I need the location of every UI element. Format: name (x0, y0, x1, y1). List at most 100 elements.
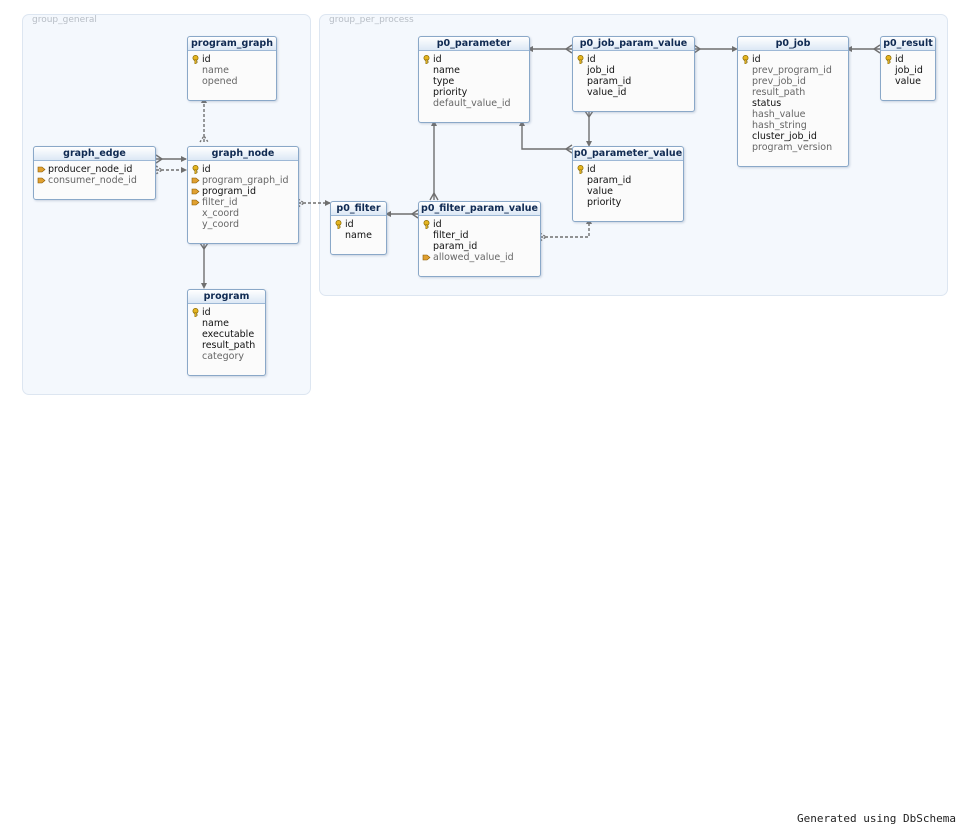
column-name: id (895, 54, 904, 65)
column-row[interactable]: job_id (573, 65, 694, 76)
column-name: allowed_value_id (433, 252, 514, 263)
column-row[interactable]: cluster_job_id (738, 131, 848, 142)
column-name: id (587, 54, 596, 65)
column-row[interactable]: allowed_value_id (419, 252, 540, 263)
column-row[interactable]: default_value_id (419, 98, 529, 109)
column-row[interactable]: hash_string (738, 120, 848, 131)
column-row[interactable]: param_id (573, 76, 694, 87)
rel-graph-node-program-graph-fork (199, 134, 209, 143)
table-header[interactable]: graph_edge (34, 147, 155, 161)
table-header[interactable]: program (188, 290, 265, 304)
column-name: id (433, 54, 442, 65)
column-row[interactable]: name (188, 65, 276, 76)
column-name: name (202, 65, 229, 76)
primary-key-icon (191, 55, 200, 67)
column-row[interactable]: id (331, 219, 386, 230)
column-row[interactable]: consumer_node_id (34, 175, 155, 186)
column-name: cluster_job_id (752, 131, 817, 142)
table-header[interactable]: p0_filter (331, 202, 386, 216)
column-name: consumer_node_id (48, 175, 137, 186)
column-row[interactable]: filter_id (188, 197, 298, 208)
column-row[interactable]: id (881, 54, 935, 65)
column-row[interactable]: result_path (188, 340, 265, 351)
arrow-p0-parameter-2 (519, 120, 525, 126)
column-row[interactable]: name (419, 65, 529, 76)
column-row[interactable]: category (188, 351, 265, 362)
table-header[interactable]: program_graph (188, 37, 276, 51)
column-row[interactable]: executable (188, 329, 265, 340)
column-name: id (433, 219, 442, 230)
arrow-p0-job-1 (732, 46, 738, 52)
column-row[interactable]: param_id (419, 241, 540, 252)
column-row[interactable]: job_id (881, 65, 935, 76)
column-row[interactable]: id (188, 307, 265, 318)
column-row[interactable]: opened (188, 76, 276, 87)
column-row[interactable]: value_id (573, 87, 694, 98)
column-name: prev_job_id (752, 76, 806, 87)
column-row[interactable]: id (188, 54, 276, 65)
primary-key-icon (741, 55, 750, 67)
column-row[interactable]: id (188, 164, 298, 175)
column-row[interactable]: filter_id (419, 230, 540, 241)
column-row[interactable]: id (573, 164, 683, 175)
column-name: program_version (752, 142, 833, 153)
column-name: param_id (587, 76, 632, 87)
table-header[interactable]: p0_job_param_value (573, 37, 694, 51)
column-name: id (202, 164, 211, 175)
column-row[interactable]: producer_node_id (34, 164, 155, 175)
column-name: id (752, 54, 761, 65)
rel-fpv-parameter-value-fork (539, 232, 548, 242)
column-row[interactable]: x_coord (188, 208, 298, 219)
column-name: result_path (202, 340, 256, 351)
column-row[interactable]: id (419, 54, 529, 65)
column-row[interactable]: value (881, 76, 935, 87)
primary-key-icon (422, 220, 431, 232)
column-row[interactable]: y_coord (188, 219, 298, 230)
table-header[interactable]: graph_node (188, 147, 298, 161)
arrow-program (201, 283, 207, 289)
column-name: x_coord (202, 208, 239, 219)
column-row[interactable]: value (573, 186, 683, 197)
column-row[interactable]: prev_program_id (738, 65, 848, 76)
column-row[interactable]: name (188, 318, 265, 329)
foreign-key-icon (37, 165, 46, 177)
table-header[interactable]: p0_parameter (419, 37, 529, 51)
column-row[interactable]: program_version (738, 142, 848, 153)
rel-graph-edge-consumer-fork (155, 165, 164, 175)
column-row[interactable]: priority (419, 87, 529, 98)
table-header[interactable]: p0_parameter_value (573, 147, 683, 161)
column-row[interactable]: id (573, 54, 694, 65)
column-row[interactable]: type (419, 76, 529, 87)
column-name: param_id (433, 241, 478, 252)
column-row[interactable]: program_id (188, 186, 298, 197)
rel-jpv-parameter-value-fork (584, 110, 594, 119)
column-name: name (202, 318, 229, 329)
column-row[interactable]: priority (573, 197, 683, 208)
column-name: category (202, 351, 244, 362)
table-header[interactable]: p0_result (881, 37, 935, 51)
column-row[interactable]: prev_job_id (738, 76, 848, 87)
column-row[interactable]: result_path (738, 87, 848, 98)
table-header[interactable]: p0_filter_param_value (419, 202, 540, 216)
column-row[interactable]: hash_value (738, 109, 848, 120)
primary-key-icon (576, 55, 585, 67)
column-row[interactable]: param_id (573, 175, 683, 186)
column-row[interactable]: program_graph_id (188, 175, 298, 186)
column-row[interactable]: id (738, 54, 848, 65)
rel-jpv-parameter-fork (564, 44, 573, 54)
column-row[interactable]: status (738, 98, 848, 109)
table-header[interactable]: p0_job (738, 37, 848, 51)
column-row[interactable]: name (331, 230, 386, 241)
column-row[interactable]: id (419, 219, 540, 230)
